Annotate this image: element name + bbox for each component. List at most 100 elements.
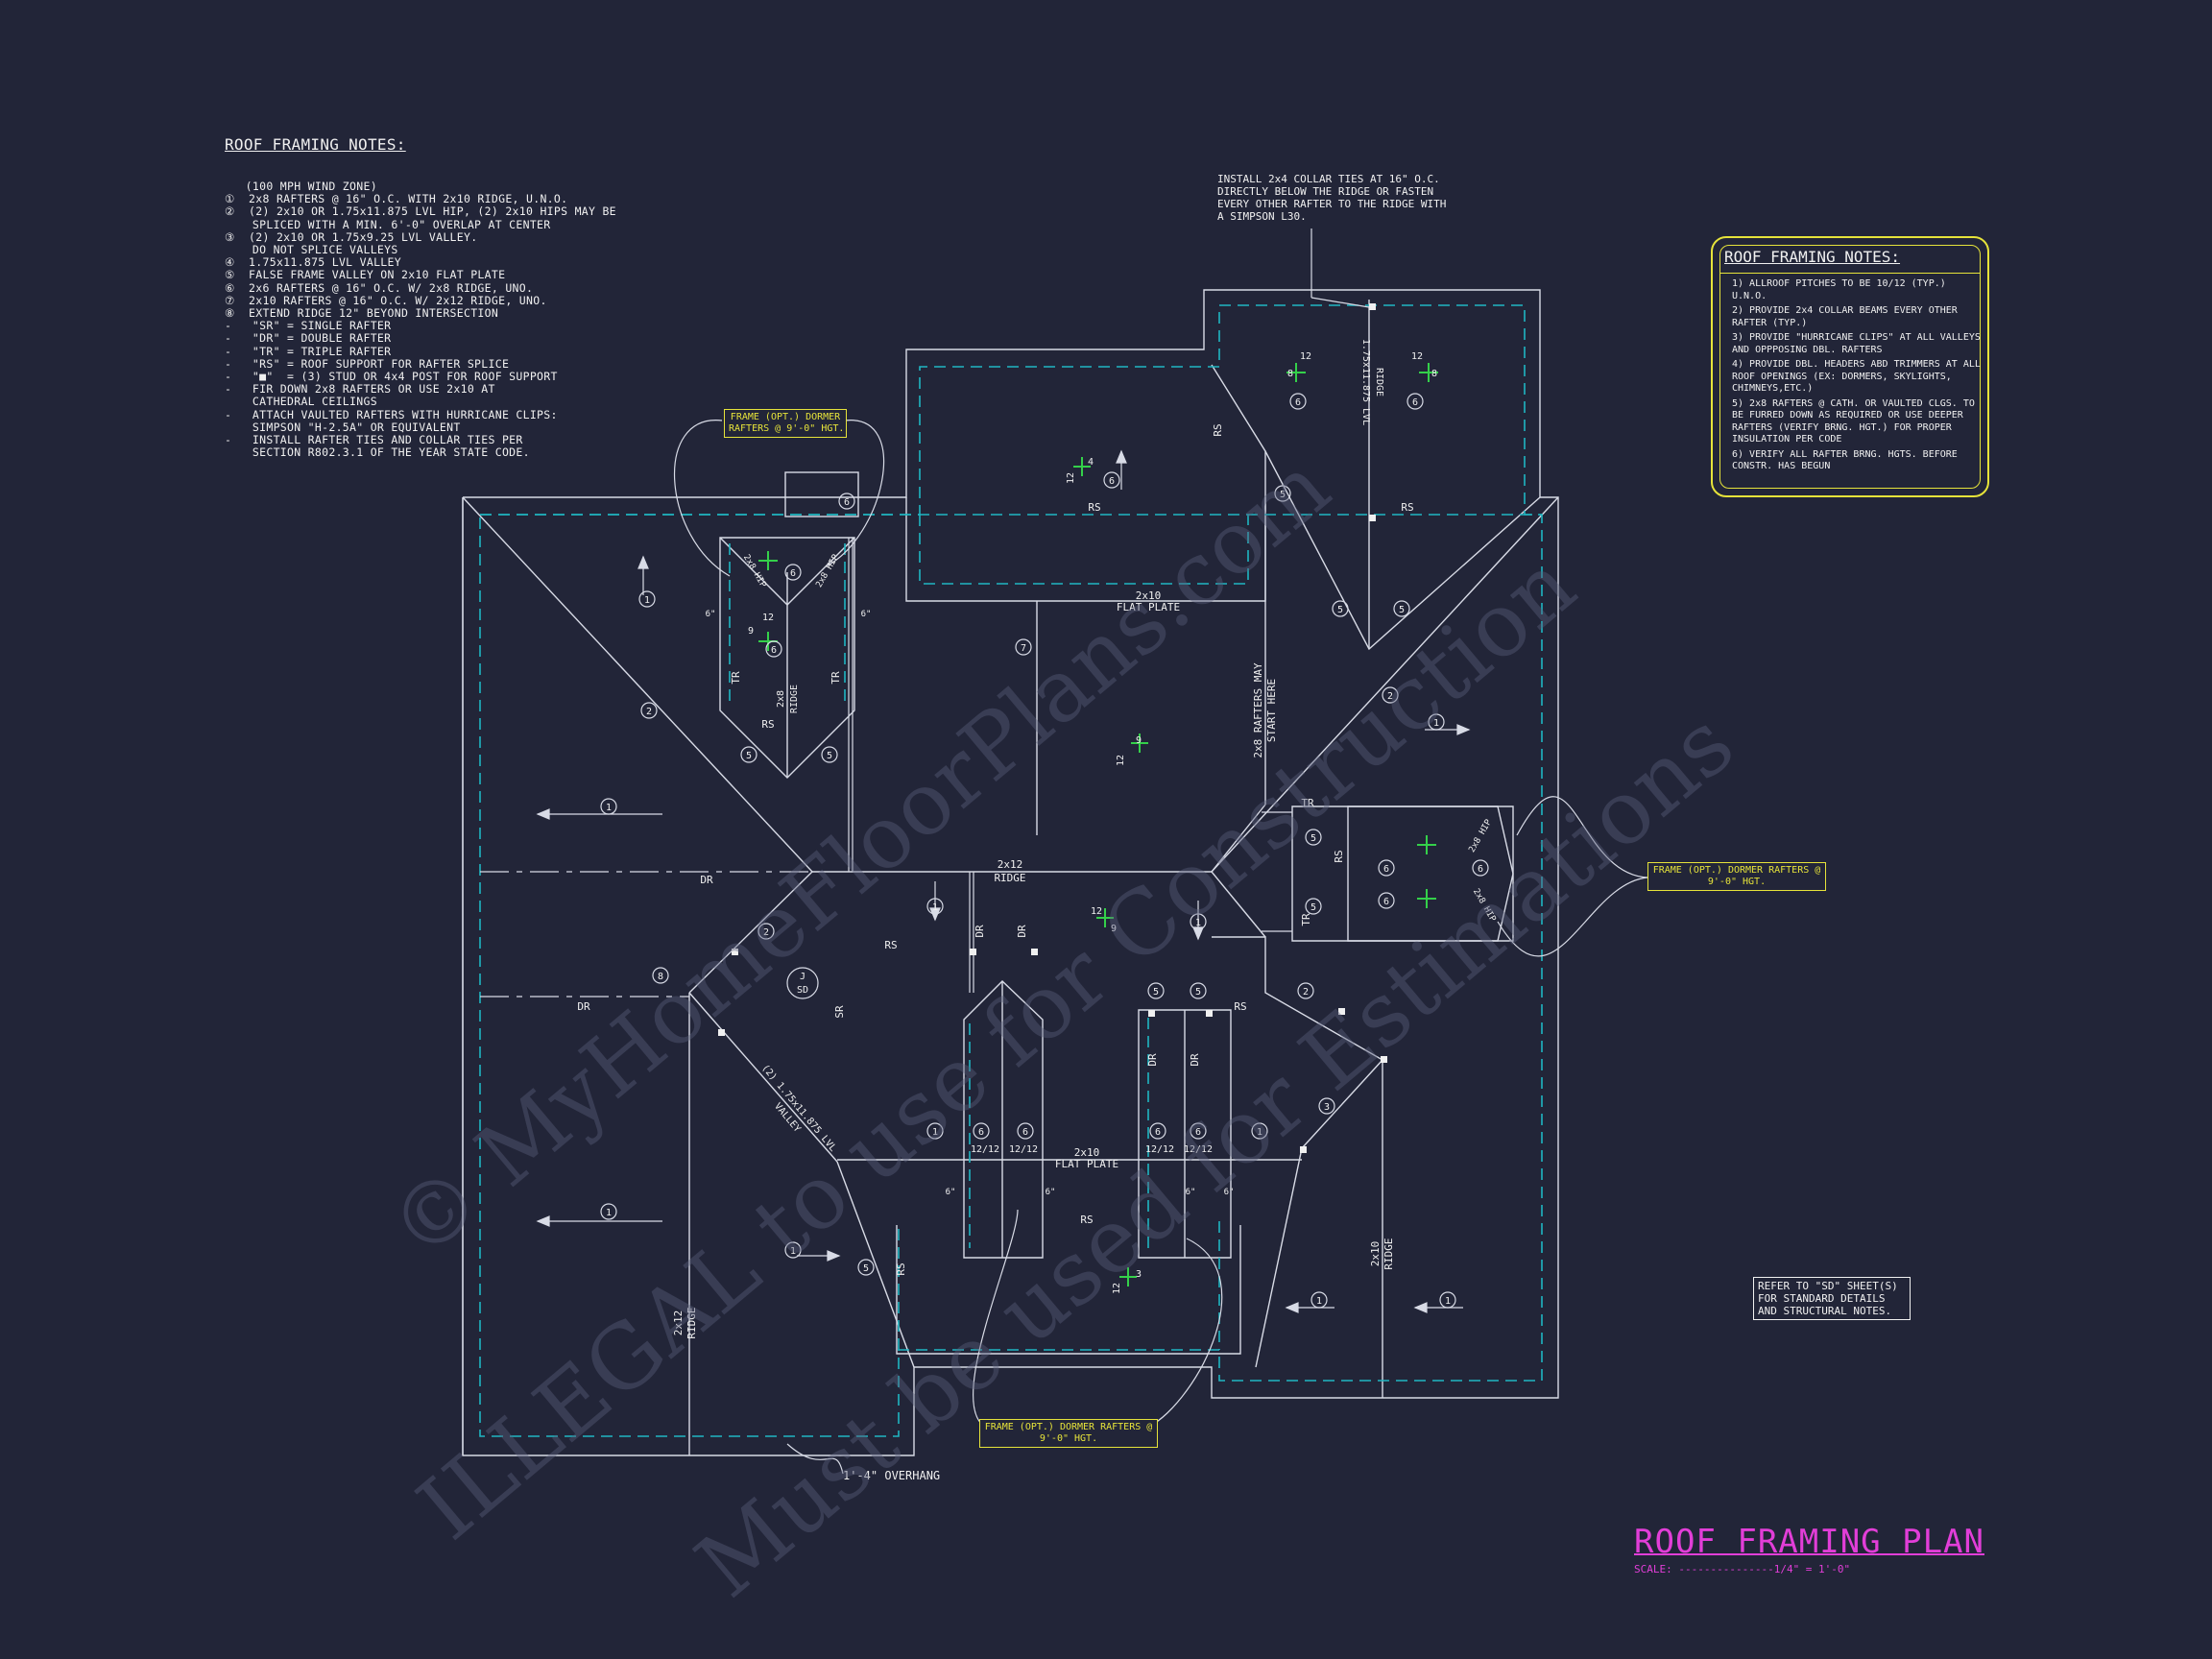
dr-label: DR	[577, 1000, 590, 1013]
tr-label: TR	[730, 671, 742, 685]
rs-label: RS	[1234, 1000, 1246, 1013]
pitch-label: 12	[1091, 906, 1102, 917]
pitch-label: 4	[1088, 457, 1094, 468]
pitch-label: 8	[1431, 369, 1437, 379]
framing-note-tag: 6	[790, 568, 796, 579]
framing-note-tag: 6	[1155, 1127, 1161, 1138]
framing-note-tag: 6	[1412, 397, 1418, 408]
pitch-label: 12	[762, 613, 774, 623]
rs-label: RS	[1401, 501, 1413, 514]
framing-note-tag: 1	[1445, 1296, 1451, 1307]
dr-label: DR	[1146, 1053, 1159, 1067]
roof-framing-notes-left: ROOF FRAMING NOTES: (100 MPH WIND ZONE)①…	[225, 113, 616, 485]
notes-left-line: ⑥ 2x6 RAFTERS @ 16" O.C. W/ 2x8 RIDGE, U…	[225, 280, 534, 295]
six-inch-label: 6"	[1046, 1188, 1056, 1197]
rs-label: RS	[761, 718, 774, 731]
framing-note-tag: 1	[644, 595, 650, 606]
notes-left-line: SIMPSON "H-2.5A" OR EQUIVALENT	[225, 420, 461, 434]
overhang-note: 1'-4" OVERHANG	[843, 1469, 941, 1482]
rafters-start-2: START HERE	[1265, 679, 1278, 742]
framing-note-tag: 1	[1195, 918, 1201, 928]
framing-note-tag: 5	[1153, 987, 1159, 998]
rs-label: RS	[895, 1262, 907, 1275]
six-inch-label: 6"	[1224, 1188, 1235, 1197]
dr-label: DR	[1189, 1053, 1201, 1067]
framing-note-tag: 5	[1310, 833, 1316, 844]
framing-note-tag: 7	[1021, 643, 1026, 654]
framing-note-tag: 1	[606, 1208, 612, 1218]
rs-label: RS	[1212, 423, 1224, 436]
collar-tie-note: INSTALL 2x4 COLLAR TIES AT 16" O.C. DIRE…	[1217, 173, 1447, 223]
general-notes-box: ROOF FRAMING NOTES: 1) ALLROOF PITCHES T…	[1711, 236, 1989, 497]
framing-note-tag: 5	[1399, 605, 1405, 615]
ridge-center-label: RIDGE	[994, 872, 1025, 884]
pitch-label: 9	[748, 626, 754, 637]
section-ref-top: J	[800, 972, 805, 982]
dormer-lower-right-outline	[1138, 1009, 1232, 1259]
pitch-label: 12/12	[971, 1144, 999, 1155]
flat-plate-lower-label: FLAT PLATE	[1055, 1158, 1118, 1170]
framing-note-tag: 6	[844, 497, 850, 508]
six-inch-label: 6"	[946, 1188, 956, 1197]
dormer-left-outline	[719, 537, 855, 779]
general-notes-list: 1) ALLROOF PITCHES TO BE 10/12 (TYP.) U.…	[1732, 278, 1982, 476]
dormer-callout-top: FRAME (OPT.) DORMER RAFTERS @ 9'-0" HGT.	[724, 409, 847, 438]
notes-left-line: ② (2) 2x10 OR 1.75x11.875 LVL HIP, (2) 2…	[225, 204, 616, 219]
dr-label: DR	[1016, 925, 1028, 938]
notes-left-title: ROOF FRAMING NOTES:	[225, 135, 406, 155]
drawing-scale: SCALE: ---------------1/4" = 1'-0"	[1634, 1563, 1851, 1575]
notes-left-line: SPLICED WITH A MIN. 6'-0" OVERLAP AT CEN…	[225, 217, 551, 231]
ridge-right-size: 2x10	[1369, 1241, 1382, 1267]
section-ref-bottom: SD	[797, 985, 808, 996]
notes-left-line: - "SR" = SINGLE RAFTER	[225, 319, 392, 333]
tr-label: TR	[830, 671, 842, 685]
rafters-start-1: 2x8 RAFTERS MAY	[1252, 662, 1264, 758]
flat-plate-upper-size: 2x10	[1136, 589, 1162, 602]
rs-label: RS	[884, 939, 897, 951]
general-notes-frame	[1719, 245, 1981, 489]
ridge-right-label: RIDGE	[1382, 1238, 1395, 1269]
general-note-item: 1) ALLROOF PITCHES TO BE 10/12 (TYP.) U.…	[1732, 278, 1946, 301]
framing-note-tag: 5	[1310, 902, 1316, 913]
framing-note-tag: 6	[1478, 864, 1483, 875]
general-note-item: 2) PROVIDE 2x4 COLLAR BEAMS EVERY OTHER …	[1732, 305, 1958, 328]
notes-left-line: - FIR DOWN 2x8 RAFTERS OR USE 2x10 AT	[225, 382, 495, 397]
hip-label: 2x8 HIP	[741, 553, 768, 589]
framing-note-tag: 6	[1383, 864, 1389, 875]
general-note-item: 6) VERIFY ALL RAFTER BRNG. HGTS. BEFORE …	[1732, 448, 1958, 472]
rs-label: RS	[1080, 1214, 1093, 1226]
framing-note-tag: 1	[932, 902, 938, 913]
framing-note-tag: 5	[827, 751, 832, 761]
ridge-left-label: RIDGE	[685, 1307, 698, 1338]
framing-note-tag: 6	[1195, 1127, 1201, 1138]
general-notes-divider	[1719, 273, 1981, 274]
lvl-ridge-label: RIDGE	[1374, 368, 1384, 397]
dr-label: DR	[974, 925, 986, 938]
pitch-label: 12	[1116, 755, 1126, 766]
framing-note-tag: 1	[790, 1246, 796, 1257]
pitch-label: 9	[1136, 735, 1142, 746]
pitch-label: 9	[1111, 924, 1117, 934]
hip-label: 2x8 HIP	[814, 553, 841, 589]
notes-left-line: ⑧ EXTEND RIDGE 12" BEYOND INTERSECTION	[225, 306, 499, 321]
ridge-left-size: 2x12	[672, 1310, 685, 1336]
framing-note-tag: 2	[646, 707, 652, 717]
notes-left-line: (100 MPH WIND ZONE)	[225, 180, 377, 194]
framing-note-tag: 2	[1387, 691, 1393, 702]
framing-note-tag: 1	[932, 1127, 938, 1138]
drawing-title: ROOF FRAMING PLAN	[1634, 1523, 1984, 1561]
flat-plate-lower-size: 2x10	[1074, 1146, 1100, 1159]
pitch-label: 3	[1136, 1269, 1142, 1280]
dr-label: DR	[700, 874, 713, 886]
rs-label: RS	[1333, 850, 1345, 862]
general-note-item: 5) 2x8 RAFTERS @ CATH. OR VAULTED CLGS. …	[1732, 397, 1975, 445]
pitch-label: 12	[1066, 472, 1076, 484]
notes-left-line: - "TR" = TRIPLE RAFTER	[225, 344, 392, 358]
framing-note-tag: 2	[763, 927, 769, 938]
pitch-label: 12/12	[1145, 1144, 1174, 1155]
framing-note-tag: 5	[1280, 490, 1286, 500]
framing-note-tag: 6	[771, 645, 777, 656]
tr-label: TR	[1300, 913, 1312, 926]
notes-left-line: SECTION R802.3.1 OF THE YEAR STATE CODE.	[225, 445, 530, 460]
pitch-label: 12	[1112, 1283, 1122, 1294]
